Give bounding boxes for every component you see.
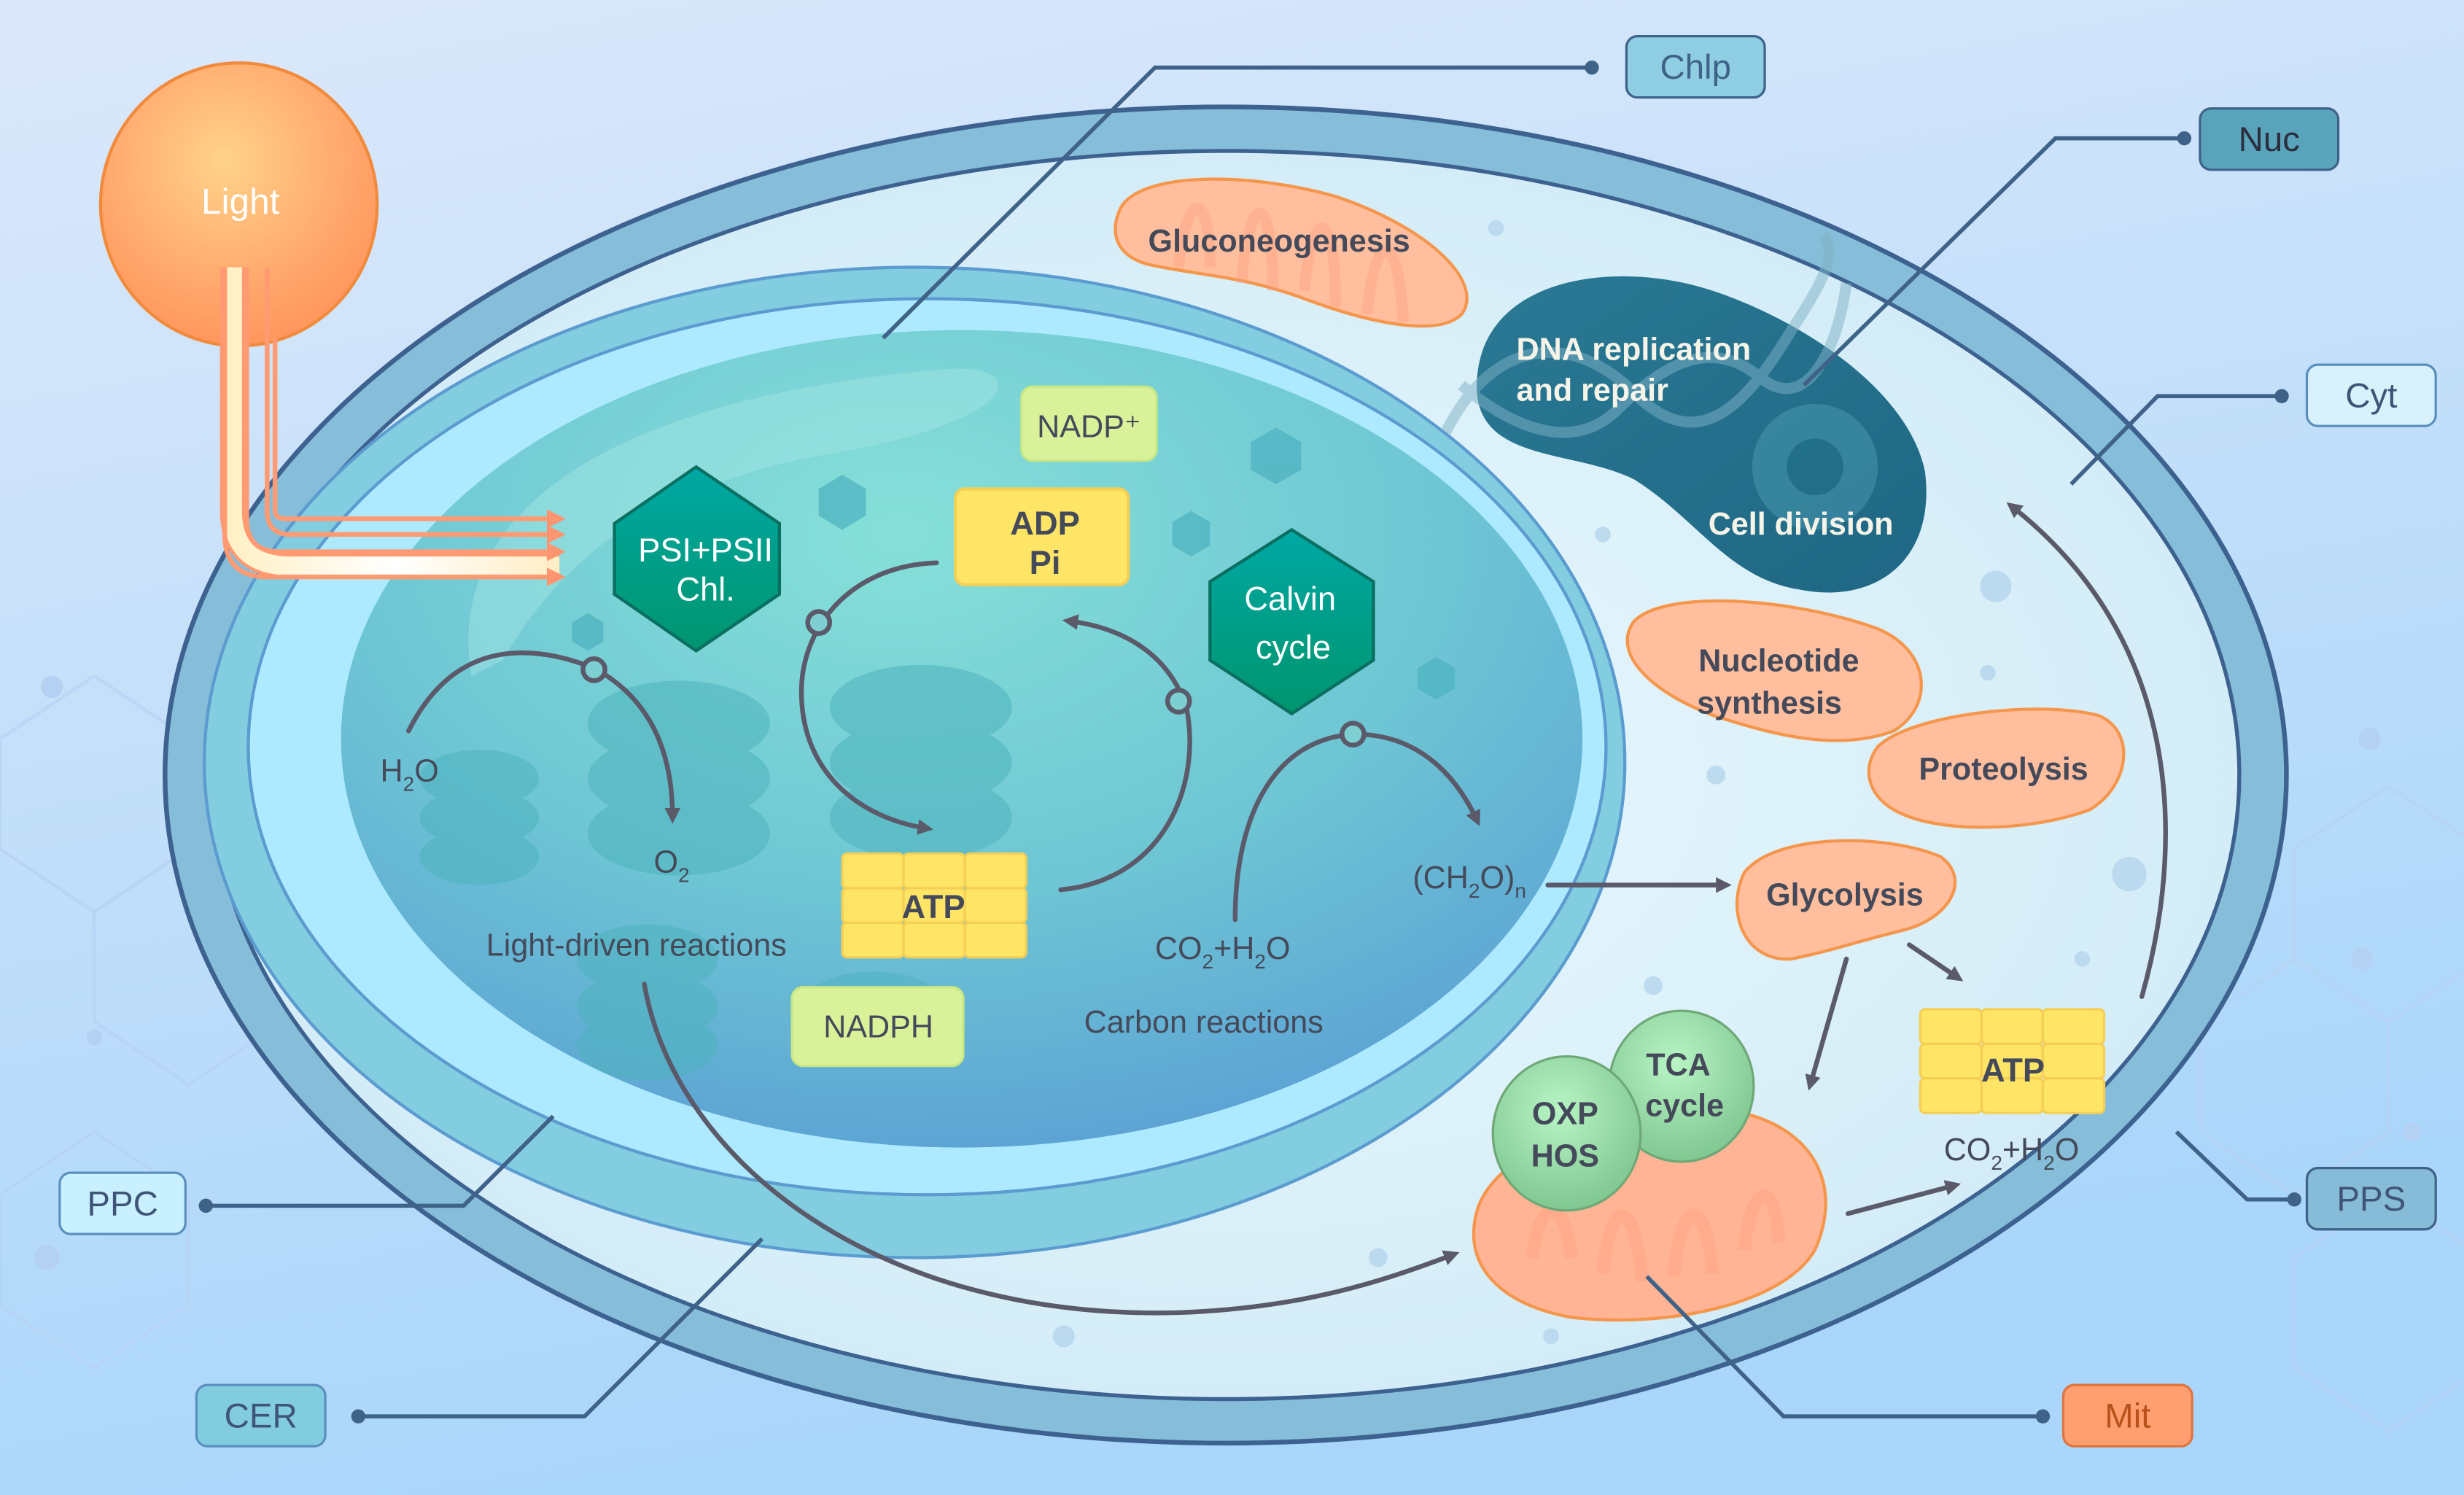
photosystem-label-2: Chl.	[676, 570, 734, 607]
label-chloroplast[interactable]: Chlp	[1625, 34, 1766, 99]
label-nucleus-text: Nuc	[2239, 120, 2300, 159]
mito-proteolysis[interactable]: Proteolysis	[1867, 707, 2126, 829]
oxphos-label-1: OXP	[1532, 1096, 1598, 1131]
label-chloroplast-text: Chlp	[1660, 48, 1730, 87]
cell-division-label: Cell division	[1709, 507, 1894, 542]
photosystem-hexagon[interactable]: PSI+PSII Chl.	[613, 465, 782, 653]
label-cer-text: CER	[225, 1397, 298, 1435]
background-dots	[34, 675, 2422, 1270]
nucleotide-label-2: synthesis	[1697, 686, 1842, 721]
label-cytoplasm-text: Cyt	[2345, 376, 2397, 415]
nadp-plus-box[interactable]: NADP⁺	[1020, 385, 1158, 462]
adp-pi-box[interactable]: ADP Pi	[954, 487, 1130, 587]
light-beams	[219, 267, 566, 587]
label-nucleus[interactable]: Nuc	[2199, 107, 2340, 171]
tca-label-2: cycle	[1645, 1088, 1724, 1123]
mito-gluconeogenesis[interactable]: Gluconeogenesis	[1114, 177, 1469, 328]
o2-label: O2	[653, 844, 689, 886]
adp-label: ADP	[1010, 505, 1080, 542]
atp-cytoplasm[interactable]: ATP	[1919, 1008, 2106, 1114]
gluconeogenesis-label: Gluconeogenesis	[1149, 224, 1410, 259]
photosystem-label-1: PSI+PSII	[638, 532, 773, 569]
atp-chloroplast[interactable]: ATP	[841, 852, 1027, 959]
proteolysis-label: Proteolysis	[1919, 752, 2088, 787]
calvin-label-1: Calvin	[1244, 580, 1336, 617]
dna-replication-label-1: DNA replication	[1517, 333, 1752, 368]
label-cer[interactable]: CER	[195, 1383, 327, 1448]
tca-cycle-bubble[interactable]: TCA cycle	[1608, 1009, 1755, 1163]
carbon-reactions-label: Carbon reactions	[1084, 1005, 1324, 1040]
co2-h2o-cytoplasm-label: CO2+H2O	[1944, 1133, 2080, 1174]
light-reaction-arrows	[406, 560, 1732, 1316]
nadph-box[interactable]: NADPH	[790, 986, 965, 1068]
label-mitochondrion-text: Mit	[2104, 1397, 2150, 1435]
h2o-label: H2O	[381, 753, 439, 795]
label-pps[interactable]: PPS	[2305, 1167, 2437, 1231]
co2-h2o-chloroplast-label: CO2+H2O	[1155, 931, 1291, 973]
stroma-hex-particles	[572, 427, 1456, 700]
ch2o-label: (CH2O)n	[1412, 861, 1526, 902]
tca-label-1: TCA	[1646, 1047, 1711, 1082]
pi-label: Pi	[1030, 544, 1061, 581]
mito-glycolysis[interactable]: Glycolysis	[1735, 839, 1957, 961]
glycolysis-label: Glycolysis	[1766, 878, 1924, 913]
nucleus[interactable]: DNA replication and repair Cell division	[1440, 232, 1927, 593]
dna-helix-icon	[1440, 232, 1852, 438]
label-mitochondrion[interactable]: Mit	[2061, 1383, 2193, 1448]
label-cytoplasm[interactable]: Cyt	[2305, 363, 2437, 427]
label-pps-text: PPS	[2336, 1180, 2406, 1219]
leader-lines	[198, 60, 2301, 1424]
atp-cytoplasm-label: ATP	[1981, 1052, 2045, 1089]
dna-replication-label-2: and repair	[1517, 373, 1669, 408]
label-periplastid[interactable]: PPC	[58, 1171, 187, 1235]
nadph-label: NADPH	[823, 1010, 933, 1045]
cytoplasm-arrows	[1805, 502, 2168, 1216]
mito-nucleotide-synthesis[interactable]: Nucleotide synthesis	[1625, 599, 1923, 742]
atp-label: ATP	[901, 888, 965, 925]
calvin-label-2: cycle	[1256, 629, 1331, 666]
oxphos-label-2: HOS	[1531, 1138, 1599, 1173]
light-label: Light	[201, 181, 280, 222]
label-periplastid-text: PPC	[87, 1184, 158, 1223]
calvin-cycle-hexagon[interactable]: Calvin cycle	[1208, 527, 1375, 716]
nadp-plus-label: NADP⁺	[1037, 409, 1140, 444]
oxphos-bubble[interactable]: OXP HOS	[1491, 1055, 1642, 1212]
light-reactions-label: Light-driven reactions	[486, 928, 787, 963]
nucleotide-label-1: Nucleotide	[1698, 643, 1859, 678]
stroma-highlight	[468, 368, 999, 676]
